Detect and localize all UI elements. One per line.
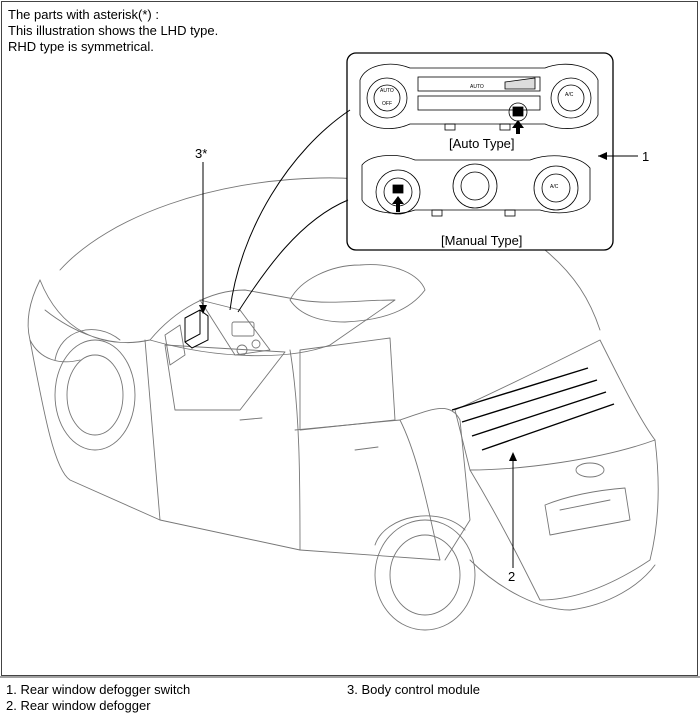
legend-item-3: 3. Body control module [347,682,480,697]
inset-connector-upper [229,109,351,311]
diagram-frame [1,1,698,676]
callout-2: 2 [508,569,516,584]
legend-item-1: 1. Rear window defogger switch [6,682,191,697]
manual-type-arrow [392,196,404,212]
manual-type-caption: [Manual Type] [441,233,523,248]
car-side-mirror [164,324,186,366]
auto-type-arrow [512,120,524,134]
ac-label-manual: A/C [550,184,559,190]
rear-defogger-lines [451,367,615,451]
car-rear-hatch [454,339,656,471]
car-front-door [144,339,301,551]
callout-3: 3* [195,146,208,161]
car-rear-door [294,419,441,561]
legend-item-2: 2. Rear window defogger [6,698,151,713]
body-control-module [184,309,209,349]
callout-1: 1 [642,149,650,164]
car-side-window-rear [299,337,396,431]
car-dashboard [199,299,271,356]
car-sunroof [289,264,426,323]
auto-knob-label: AUTO [380,88,394,94]
auto-type-panel [359,63,599,131]
display-label: AUTO [470,84,484,90]
car-side-window-front [164,344,286,411]
car-windshield [149,289,396,357]
off-label: OFF [382,101,392,107]
auto-type-caption: [Auto Type] [449,136,515,151]
car-rear-emblem [575,462,605,478]
car-rear-wheel [374,519,476,631]
note-line-3: RHD type is symmetrical. [8,39,154,54]
car-hood [39,279,151,344]
note-block: The parts with asterisk(*) : This illust… [8,7,218,55]
inset-box [346,52,614,251]
note-line-1: The parts with asterisk(*) : [8,7,159,22]
note-line-2: This illustration shows the LHD type. [8,23,219,38]
car-front-wheel [54,339,136,451]
car-license-plate [544,487,631,536]
car-rear-bumper [469,559,656,611]
ac-label-auto: A/C [565,92,574,98]
inset-connector-lower [237,199,349,313]
